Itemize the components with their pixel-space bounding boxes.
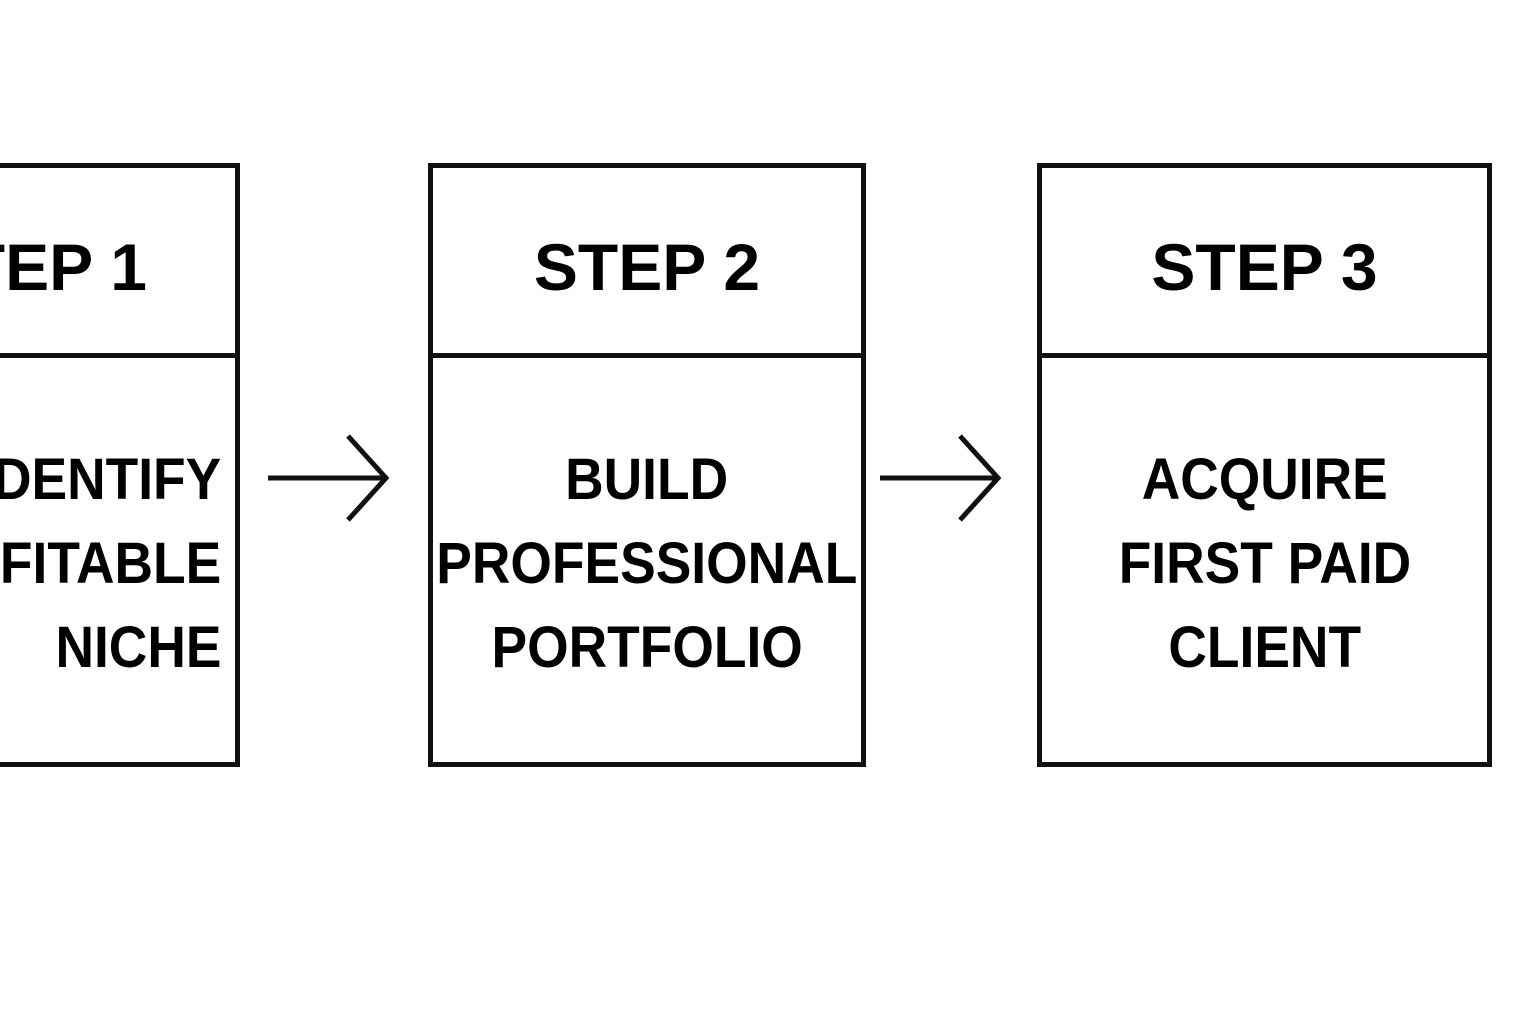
step-2-line-2: PROFESSIONAL	[436, 531, 858, 596]
step-1-line-1: IDENTIFY	[0, 447, 221, 512]
step-2-line-1: BUILD	[565, 447, 729, 512]
step-1-header: STEP 1	[0, 168, 235, 358]
step-2-line-3: PORTFOLIO	[491, 615, 803, 680]
step-1-title: STEP 1	[0, 229, 147, 304]
step-3-line-3: CLIENT	[1168, 615, 1361, 680]
step-3-box: STEP 3 ACQUIRE FIRST PAID CLIENT	[1037, 163, 1492, 767]
step-3-line-1: ACQUIRE	[1141, 447, 1388, 512]
step-1-line-2: PROFITABLE	[0, 531, 221, 596]
step-1-line-3: NICHE	[54, 615, 221, 680]
step-3-body: ACQUIRE FIRST PAID CLIENT	[1042, 358, 1487, 690]
right-arrow-icon	[268, 432, 392, 526]
step-2-header: STEP 2	[433, 168, 861, 358]
step-2-title: STEP 2	[533, 229, 761, 304]
step-1-body: IDENTIFY PROFITABLE NICHE	[0, 358, 235, 690]
step-2-body: BUILD PROFESSIONAL PORTFOLIO	[433, 358, 861, 690]
step-2-box: STEP 2 BUILD PROFESSIONAL PORTFOLIO	[428, 163, 866, 767]
right-arrow-icon	[880, 432, 1004, 526]
step-3-title: STEP 3	[1151, 229, 1378, 304]
step-3-header: STEP 3	[1042, 168, 1487, 358]
step-1-box: STEP 1 IDENTIFY PROFITABLE NICHE	[0, 163, 240, 767]
step-3-line-2: FIRST PAID	[1118, 531, 1411, 596]
